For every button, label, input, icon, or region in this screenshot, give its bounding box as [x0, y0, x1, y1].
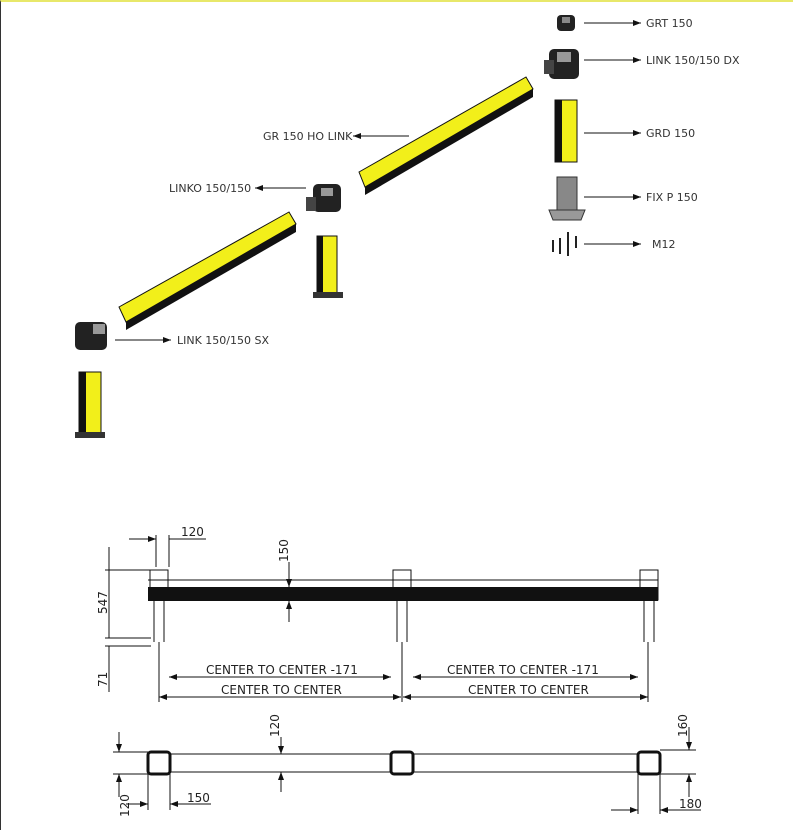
post: [149, 569, 659, 642]
part-m12-bolts: [552, 232, 577, 256]
label-grd: GRD 150: [646, 127, 695, 140]
label-grt: GRT 150: [646, 17, 693, 30]
part-fix-p-150: [548, 176, 586, 221]
c2c-minus-left: CENTER TO CENTER -171: [206, 663, 358, 677]
part-rail-lower: [118, 211, 297, 330]
part-rail-upper: [358, 76, 534, 195]
label-link-sx: LINK 150/150 SX: [177, 334, 269, 347]
part-post-left: [75, 371, 105, 438]
dim-base: 71: [96, 672, 110, 687]
top-dim-post-h: 120: [118, 794, 132, 817]
c2c-minus-right: CENTER TO CENTER -171: [447, 663, 599, 677]
part-linko: [306, 184, 341, 212]
part-post-middle: [313, 235, 343, 298]
dim-width: 120: [181, 525, 204, 539]
part-link-dx: [544, 49, 579, 79]
label-linko: LINKO 150/150: [169, 182, 251, 195]
front-view: 120 150 547 71 CENTER TO CENTER -171 CEN…: [96, 525, 659, 702]
c2c-right: CENTER TO CENTER: [468, 683, 589, 697]
part-grd-150: [554, 99, 578, 163]
label-m12: M12: [652, 238, 676, 251]
top-dim-end-h: 160: [676, 714, 690, 737]
label-fixp: FIX P 150: [646, 191, 698, 204]
label-link-dx: LINK 150/150 DX: [646, 54, 740, 67]
dim-rail: 150: [277, 539, 291, 562]
part-link-sx: [75, 322, 107, 350]
label-gr-link: GR 150 HO LINK: [263, 130, 353, 143]
top-dim-post-w: 150: [187, 791, 210, 805]
top-view: 120 120 150 160 180: [113, 714, 702, 817]
dim-height: 547: [96, 591, 110, 614]
top-dim-end-w: 180: [679, 797, 702, 811]
top-dim-rail: 120: [268, 714, 282, 737]
part-grt-150: [557, 15, 575, 31]
c2c-left: CENTER TO CENTER: [221, 683, 342, 697]
